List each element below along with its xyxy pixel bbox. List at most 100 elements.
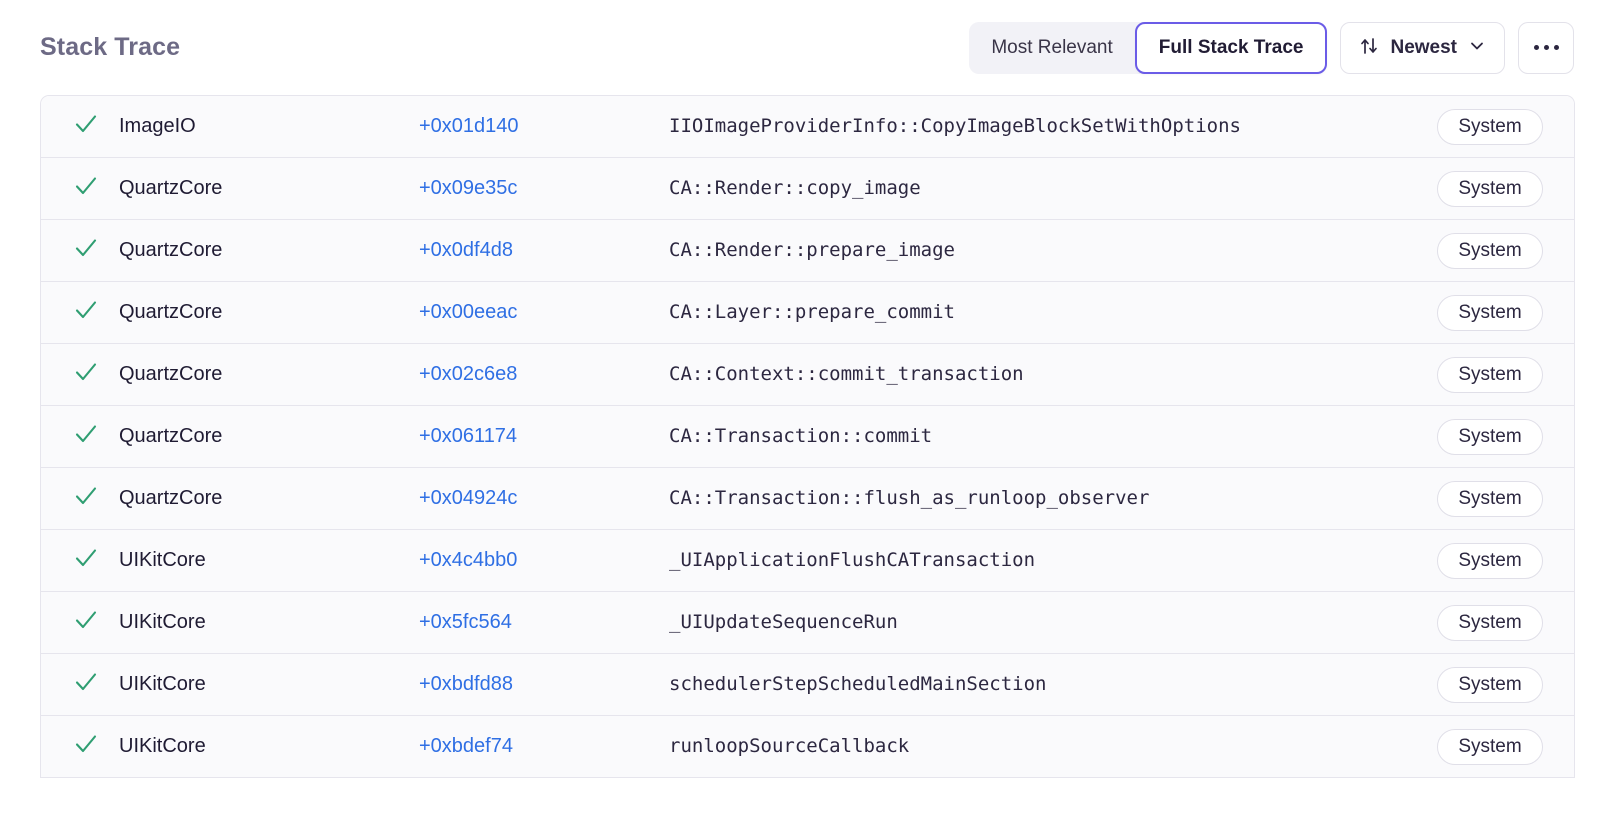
table-row[interactable]: UIKitCore +0xbdef74 runloopSourceCallback S… [41,716,1574,778]
status-badge: System [1437,604,1543,641]
badge-cell: System [1406,294,1574,331]
address-offset-link[interactable]: +0x02c6e8 [419,363,518,385]
function-name: _UIUpdateSequenceRun [669,610,898,633]
header-controls: Most Relevant Full Stack Trace Newest [969,21,1574,74]
status-badge: System [1437,108,1543,145]
row-status-cell [41,297,119,328]
address-offset-link[interactable]: +0x09e35c [419,177,518,199]
module-name: UIKitCore [119,611,206,633]
status-badge: System [1437,480,1543,517]
ellipsis-icon-dot-3 [1553,45,1559,50]
address-offset-link[interactable]: +0x01d140 [419,115,519,137]
check-icon[interactable] [73,669,99,700]
badge-cell: System [1406,666,1574,703]
stack-trace-table: ImageIO +0x01d140 IIOImageProviderInfo::Co… [40,95,1575,778]
module-name: UIKitCore [119,673,206,695]
trace-view-segmented-control: Most Relevant Full Stack Trace [969,21,1328,74]
module-name: QuartzCore [119,177,223,199]
chevron-down-icon [1468,37,1486,58]
row-status-cell [41,483,119,514]
row-status-cell [41,359,119,390]
check-icon[interactable] [73,235,99,266]
status-badge: System [1437,728,1543,765]
check-icon[interactable] [73,607,99,638]
function-name: schedulerStepScheduledMainSection [669,672,1047,695]
badge-cell: System [1406,108,1574,145]
status-badge: System [1437,418,1543,455]
address-offset-link[interactable]: +0x0df4d8 [419,239,513,261]
address-offset-link[interactable]: +0x4c4bb0 [419,549,518,571]
function-name: CA::Layer::prepare_commit [669,300,955,323]
table-row[interactable]: QuartzCore +0x00eeac CA::Layer::prepare_co… [41,282,1574,344]
row-status-cell [41,669,119,700]
page-title: Stack Trace [40,33,181,61]
row-status-cell [41,235,119,266]
module-name: ImageIO [119,115,196,137]
sort-arrows-icon [1359,36,1379,59]
tab-full-stack-trace[interactable]: Full Stack Trace [1134,21,1328,74]
table-row[interactable]: QuartzCore +0x04924c CA::Transaction::flus… [41,468,1574,530]
row-status-cell [41,173,119,204]
address-offset-link[interactable]: +0x04924c [419,487,518,509]
status-badge: System [1437,294,1543,331]
tab-most-relevant[interactable]: Most Relevant [969,22,1134,74]
table-row[interactable]: QuartzCore +0x02c6e8 CA::Context::commit_t… [41,344,1574,406]
sort-button[interactable]: Newest [1340,21,1505,74]
address-offset-link[interactable]: +0x00eeac [419,301,518,323]
function-name: CA::Render::prepare_image [669,238,955,261]
module-name: QuartzCore [119,239,223,261]
status-badge: System [1437,356,1543,393]
function-name: CA::Transaction::commit [669,424,933,447]
function-name: IIOImageProviderInfo::CopyImageBlockSetW… [669,114,1241,137]
sort-label: Newest [1390,36,1457,58]
badge-cell: System [1406,480,1574,517]
status-badge: System [1437,232,1543,269]
status-badge: System [1437,542,1543,579]
check-icon[interactable] [73,297,99,328]
row-status-cell [41,111,119,142]
badge-cell: System [1406,232,1574,269]
table-row[interactable]: ImageIO +0x01d140 IIOImageProviderInfo::Co… [41,96,1574,158]
table-row[interactable]: UIKitCore +0xbdfd88 schedulerStepScheduled… [41,654,1574,716]
address-offset-link[interactable]: +0x5fc564 [419,611,512,633]
check-icon[interactable] [73,173,99,204]
table-row[interactable]: QuartzCore +0x0df4d8 CA::Render::prepare_i… [41,220,1574,282]
function-name: _UIApplicationFlushCATransaction [669,548,1036,571]
more-options-button[interactable] [1518,21,1574,74]
address-offset-link[interactable]: +0xbdef74 [419,735,513,757]
ellipsis-icon [1533,45,1539,50]
module-name: QuartzCore [119,363,223,385]
badge-cell: System [1406,418,1574,455]
row-status-cell [41,421,119,452]
status-badge: System [1437,170,1543,207]
badge-cell: System [1406,542,1574,579]
badge-cell: System [1406,356,1574,393]
module-name: UIKitCore [119,735,206,757]
check-icon[interactable] [73,111,99,142]
module-name: QuartzCore [119,301,223,323]
module-name: QuartzCore [119,487,223,509]
module-name: QuartzCore [119,425,223,447]
table-row[interactable]: QuartzCore +0x061174 CA::Transaction::comm… [41,406,1574,468]
address-offset-link[interactable]: +0x061174 [419,425,518,447]
module-name: UIKitCore [119,549,206,571]
table-row[interactable]: UIKitCore +0x5fc564 _UIUpdateSequenceRun Sy… [41,592,1574,654]
check-icon[interactable] [73,421,99,452]
row-status-cell [41,607,119,638]
function-name: runloopSourceCallback [669,734,910,757]
table-row[interactable]: UIKitCore +0x4c4bb0 _UIApplicationFlushCAT… [41,530,1574,592]
check-icon[interactable] [73,545,99,576]
check-icon[interactable] [73,359,99,390]
badge-cell: System [1406,170,1574,207]
address-offset-link[interactable]: +0xbdfd88 [419,673,513,695]
status-badge: System [1437,666,1543,703]
badge-cell: System [1406,604,1574,641]
function-name: CA::Transaction::flush_as_runloop_observ… [669,486,1150,509]
panel-header: Stack Trace Most Relevant Full Stack Tra… [0,0,1614,95]
check-icon[interactable] [73,731,99,762]
check-icon[interactable] [73,483,99,514]
function-name: CA::Context::commit_transaction [669,362,1024,385]
row-status-cell [41,545,119,576]
